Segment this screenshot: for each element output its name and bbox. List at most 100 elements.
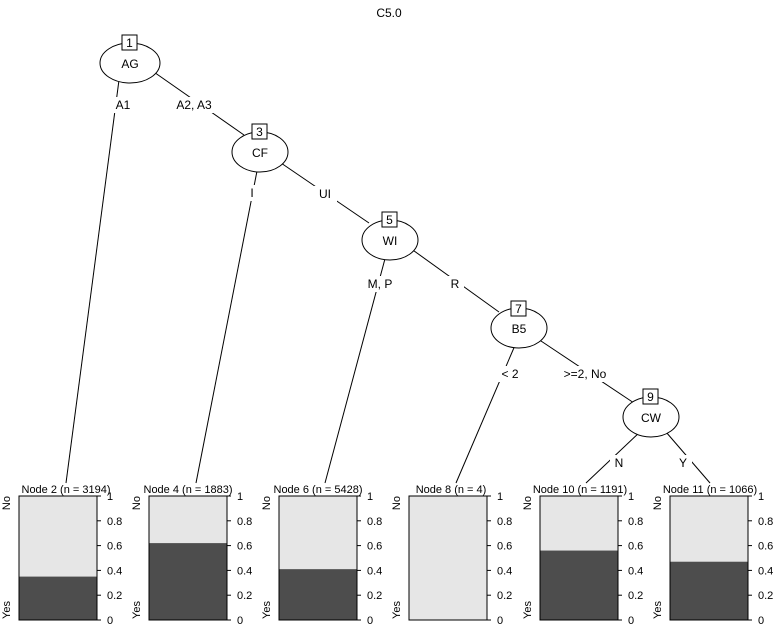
edge-line-a1: [65, 79, 120, 484]
inner-node-label: AG: [121, 57, 138, 71]
tick-label: 0.2: [497, 590, 512, 602]
edge-label-a2a3: A2, A3: [176, 98, 212, 112]
tick-label: 0: [628, 615, 634, 625]
tick-label: 0.4: [758, 565, 773, 577]
leaf-bar-yes: [149, 543, 227, 620]
inner-node-5: 5 WI: [361, 211, 419, 261]
tick-label: 0.6: [107, 541, 122, 553]
leaf-axis: 0 0.2 0.4 0.6 0.8 1: [617, 491, 643, 625]
tick-label: 0.4: [237, 565, 252, 577]
inner-node-label: B5: [512, 322, 527, 336]
leaf-title: Node 6 (n = 5428): [274, 484, 363, 496]
tick-label: 0.6: [237, 541, 252, 553]
tick-label: 0: [758, 615, 764, 625]
tick-label: 0.6: [497, 541, 512, 553]
edge-label-r: R: [451, 277, 460, 291]
inner-node-3: 3 CF: [231, 123, 289, 173]
edge-line-lt2: [455, 342, 517, 484]
tick-label: 0.6: [367, 541, 382, 553]
tick-label: 1: [758, 491, 764, 503]
tick-label: 0.4: [367, 565, 382, 577]
tick-label: 0: [237, 615, 243, 625]
inner-node-id: 5: [386, 213, 393, 227]
leaf-3: Node 8 (n = 4) No Yes 0 0.2 0.4 0.6 0.8 …: [391, 484, 512, 625]
leaf-no-label: No: [391, 496, 403, 510]
leaf-axis: 0 0.2 0.4 0.6 0.8 1: [226, 491, 252, 625]
tick-label: 0.2: [628, 590, 643, 602]
edge-label-ge2: >=2, No: [564, 367, 607, 381]
leaf-bar-yes: [540, 550, 618, 620]
leaf-5: Node 11 (n = 1066) No Yes 0 0.2 0.4 0.6 …: [652, 484, 773, 625]
tick-label: 0.6: [758, 541, 773, 553]
tick-label: 0.4: [497, 565, 512, 577]
inner-node-1: 1 AG: [99, 34, 161, 84]
tick-label: 1: [237, 491, 243, 503]
leaf-title: Node 11 (n = 1066): [663, 484, 757, 496]
leaf-no-label: No: [652, 496, 664, 510]
edge-label-i: I: [250, 186, 253, 200]
tick-label: 0.4: [628, 565, 643, 577]
tick-label: 0.2: [758, 590, 773, 602]
leaf-4: Node 10 (n = 1191) No Yes 0 0.2 0.4 0.6 …: [522, 484, 643, 625]
leaf-yes-label: Yes: [131, 601, 143, 619]
inner-node-9: 9 CW: [622, 388, 680, 438]
tick-label: 0: [107, 615, 113, 625]
tick-label: 0.8: [237, 516, 252, 528]
inner-node-7: 7 B5: [490, 300, 548, 349]
leaf-title: Node 4 (n = 1883): [144, 484, 233, 496]
leaf-yes-label: Yes: [1, 601, 13, 619]
leaf-no-label: No: [131, 496, 143, 510]
tick-label: 1: [107, 491, 113, 503]
tick-label: 0.2: [367, 590, 382, 602]
leaf-yes-label: Yes: [261, 601, 273, 619]
inner-node-label: CF: [252, 146, 268, 160]
leaf-bar-yes: [19, 576, 97, 620]
leaf-bar-yes: [670, 561, 748, 620]
edge-label-mp: M, P: [368, 277, 393, 291]
leaf-yes-label: Yes: [391, 601, 403, 619]
tick-label: 0.8: [758, 516, 773, 528]
tick-label: 0: [367, 615, 373, 625]
leaf-no-label: No: [522, 496, 534, 510]
edge-label-n: N: [615, 456, 624, 470]
tick-label: 0: [497, 615, 503, 625]
tick-label: 1: [367, 491, 373, 503]
leaf-bar-yes: [279, 569, 357, 620]
inner-node-label: CW: [641, 411, 662, 425]
leaf-axis: 0 0.2 0.4 0.6 0.8 1: [96, 491, 122, 625]
tick-label: 0.4: [107, 565, 122, 577]
leaf-no-label: No: [1, 496, 13, 510]
tick-label: 0.8: [367, 516, 382, 528]
tick-label: 1: [497, 491, 503, 503]
edge-labels: A1 A2, A3 I UI M, P R < 2 >=2, No N Y: [110, 97, 692, 471]
inner-node-label: WI: [383, 234, 398, 248]
tick-label: 0.2: [237, 590, 252, 602]
inner-node-id: 9: [647, 390, 654, 404]
tick-label: 0.8: [107, 516, 122, 528]
leaf-yes-label: Yes: [522, 601, 534, 619]
tick-label: 0.6: [628, 541, 643, 553]
edge-label-ui: UI: [319, 187, 331, 201]
leaf-no-label: No: [261, 496, 273, 510]
edge-label-a1: A1: [116, 98, 131, 112]
leaf-title: Node 10 (n = 1191): [533, 484, 627, 496]
leaf-1: Node 4 (n = 1883) No Yes 0 0.2 0.4 0.6 0…: [131, 484, 252, 625]
tick-label: 0.2: [107, 590, 122, 602]
edge-label-lt2: < 2: [501, 367, 518, 381]
edge-label-y: Y: [679, 456, 687, 470]
leaf-axis: 0 0.2 0.4 0.6 0.8 1: [486, 491, 512, 625]
inner-node-id: 1: [126, 36, 133, 50]
leaf-2: Node 6 (n = 5428) No Yes 0 0.2 0.4 0.6 0…: [261, 484, 382, 625]
leaf-0: Node 2 (n = 3194) No Yes 0 0.2 0.4 0.6 0…: [1, 484, 122, 625]
leaf-yes-label: Yes: [652, 601, 664, 619]
leaf-axis: 0 0.2 0.4 0.6 0.8 1: [747, 491, 773, 625]
leaf-title: Node 8 (n = 4): [416, 484, 487, 496]
leaf-bar-no: [409, 496, 487, 620]
tick-label: 0.8: [497, 516, 512, 528]
tick-label: 1: [628, 491, 634, 503]
leaf-axis: 0 0.2 0.4 0.6 0.8 1: [356, 491, 382, 625]
inner-node-id: 3: [256, 125, 263, 139]
tick-label: 0.8: [628, 516, 643, 528]
edge-line-i: [195, 170, 258, 484]
